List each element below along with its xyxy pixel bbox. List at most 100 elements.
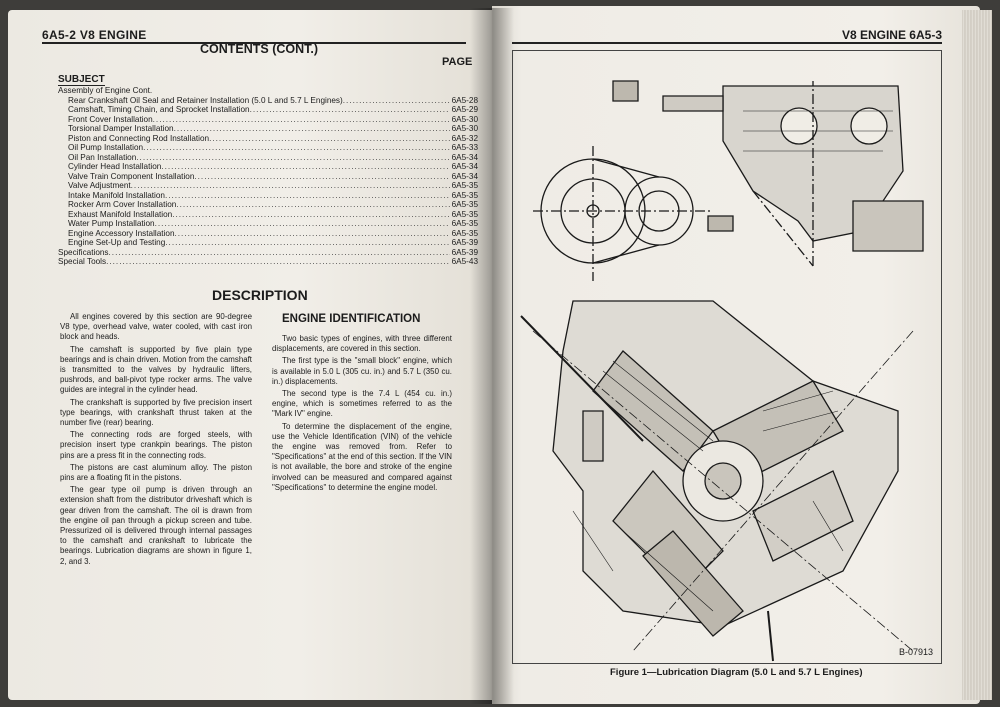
toc-entry-title: Piston and Connecting Rod Installation <box>68 133 210 143</box>
right-page-header: V8 ENGINE 6A5-3 <box>512 26 942 44</box>
left-page-header: 6A5-2 V8 ENGINE <box>42 26 466 44</box>
body-paragraph: The crankshaft is supported by five prec… <box>60 397 252 428</box>
toc-entry-page: 6A5-35 <box>451 228 478 238</box>
engine-identification-title: ENGINE IDENTIFICATION <box>282 313 421 325</box>
toc-entry-page: 6A5-32 <box>451 133 478 143</box>
toc-row: Intake Manifold Installation 6A5-35 <box>58 191 478 201</box>
toc-entry-page: 6A5-33 <box>451 143 478 152</box>
toc-leader-dots <box>209 134 449 144</box>
contents-title: CONTENTS (CONT.) <box>200 42 319 56</box>
toc-leader-dots <box>172 210 449 220</box>
left-header-text: 6A5-2 V8 ENGINE <box>42 28 147 42</box>
toc-row: Valve Adjustment 6A5-35 <box>58 181 478 191</box>
toc-leader-dots <box>136 153 449 163</box>
body-paragraph: All engines covered by this section are … <box>60 312 252 342</box>
toc-entry-page: 6A5-30 <box>451 124 478 133</box>
subject-column-label: SUBJECT <box>58 74 105 86</box>
toc-entry-page: 6A5-35 <box>451 190 478 200</box>
toc-entry-title: Cylinder Head Installation <box>68 162 162 171</box>
toc-entry-page: 6A5-39 <box>451 247 478 257</box>
toc-row: Oil Pan Installation 6A5-34 <box>58 153 478 163</box>
body-paragraph: To determine the displacement of the eng… <box>272 421 452 492</box>
toc-leader-dots <box>165 238 449 248</box>
toc-entry-title: Rear Crankshaft Oil Seal and Retainer In… <box>68 95 343 105</box>
toc-entry-title: Intake Manifold Installation <box>68 190 165 200</box>
body-paragraph: The camshaft is supported by five plain … <box>60 344 252 395</box>
description-title: DESCRIPTION <box>212 287 308 303</box>
toc-leader-dots <box>161 162 449 172</box>
toc-leader-dots <box>109 248 450 258</box>
toc-entry-title: Oil Pump Installation <box>68 143 144 152</box>
toc-leader-dots <box>174 124 450 134</box>
figure-code: B-07913 <box>898 647 933 657</box>
toc-row: Engine Set-Up and Testing 6A5-39 <box>58 238 478 248</box>
toc-entry-title: Torsional Damper Installation <box>68 124 174 133</box>
toc-row: Assembly of Engine Cont. <box>58 86 478 96</box>
figure-caption: Figure 1—Lubrication Diagram (5.0 L and … <box>610 667 863 678</box>
toc-leader-dots <box>194 172 449 182</box>
toc-leader-dots <box>143 143 450 153</box>
toc-entry-page: 6A5-28 <box>451 95 478 105</box>
toc-leader-dots <box>153 115 450 125</box>
toc-row: Cylinder Head Installation 6A5-34 <box>58 162 478 172</box>
toc-entry-title: Special Tools <box>58 257 107 266</box>
lubrication-diagram-figure: B-07913 <box>512 50 942 664</box>
toc-entry-page: 6A5-39 <box>451 238 478 247</box>
page-edges <box>962 10 992 700</box>
toc-row: Torsional Damper Installation 6A5-30 <box>58 124 478 134</box>
toc-row: Piston and Connecting Rod Installation 6A… <box>58 134 478 144</box>
toc-entry-title: Engine Set-Up and Testing <box>68 238 166 247</box>
engine-identification-text: Two basic types of engines, with three d… <box>272 334 452 495</box>
toc-entry-page: 6A5-35 <box>451 219 478 228</box>
body-paragraph: The second type is the 7.4 L (454 cu. in… <box>272 389 452 419</box>
toc-row: Front Cover Installation 6A5-30 <box>58 115 478 125</box>
toc-entry-page: 6A5-34 <box>451 152 478 162</box>
toc-entry-title: Oil Pan Installation <box>68 152 137 162</box>
toc-entry-title: Camshaft, Timing Chain, and Sprocket Ins… <box>68 105 250 114</box>
toc-entry-title: Valve Adjustment <box>68 181 131 190</box>
book-gutter <box>470 8 514 704</box>
body-paragraph: The pistons are cast aluminum alloy. The… <box>60 462 252 483</box>
engine-cutaway-drawing <box>520 80 924 662</box>
toc-entry-title: Assembly of Engine Cont. <box>58 86 153 95</box>
toc-leader-dots <box>343 96 450 106</box>
toc-row: Rear Crankshaft Oil Seal and Retainer In… <box>58 96 478 106</box>
table-of-contents: Assembly of Engine Cont.Rear Crankshaft … <box>58 86 478 267</box>
toc-row: Valve Train Component Installation 6A5-34 <box>58 172 478 182</box>
toc-row: Engine Accessory Installation 6A5-35 <box>58 229 478 239</box>
toc-entry-title: Water Pump Installation <box>68 219 155 228</box>
description-text: All engines covered by this section are … <box>60 312 252 569</box>
toc-row: Specifications 6A5-39 <box>58 248 478 258</box>
body-paragraph: The first type is the "small block" engi… <box>272 356 452 386</box>
toc-row: Camshaft, Timing Chain, and Sprocket Ins… <box>58 105 478 115</box>
page-column-label: PAGE <box>442 56 473 68</box>
toc-entry-page: 6A5-34 <box>451 162 478 171</box>
toc-leader-dots <box>131 181 450 191</box>
toc-entry-title: Engine Accessory Installation <box>68 228 175 238</box>
toc-entry-page: 6A5-35 <box>451 209 478 219</box>
toc-leader-dots <box>175 229 450 239</box>
toc-entry-page: 6A5-34 <box>451 171 478 181</box>
toc-row: Special Tools 6A5-43 <box>58 257 478 267</box>
toc-row: Water Pump Installation 6A5-35 <box>58 219 478 229</box>
toc-leader-dots <box>250 105 450 115</box>
toc-entry-title: Front Cover Installation <box>68 114 153 124</box>
toc-entry-page: 6A5-29 <box>451 105 478 114</box>
toc-entry-title: Rocker Arm Cover Installation <box>68 200 177 209</box>
toc-leader-dots <box>165 191 450 201</box>
body-paragraph: Two basic types of engines, with three d… <box>272 334 452 354</box>
toc-entry-page: 6A5-30 <box>451 114 478 124</box>
body-paragraph: The connecting rods are forged steels, w… <box>60 430 252 460</box>
toc-leader-dots <box>176 200 449 210</box>
toc-row: Exhaust Manifold Installation 6A5-35 <box>58 210 478 220</box>
right-header-text: V8 ENGINE 6A5-3 <box>841 28 942 42</box>
toc-entry-page: 6A5-43 <box>451 257 478 266</box>
toc-entry-page: 6A5-35 <box>451 200 478 209</box>
toc-entry-title: Exhaust Manifold Installation <box>68 209 173 219</box>
body-paragraph: The gear type oil pump is driven through… <box>60 485 252 566</box>
toc-entry-page: 6A5-35 <box>451 181 478 190</box>
toc-entry-title: Specifications <box>58 247 109 257</box>
toc-row: Rocker Arm Cover Installation 6A5-35 <box>58 200 478 210</box>
toc-entry-title: Valve Train Component Installation <box>68 171 195 181</box>
